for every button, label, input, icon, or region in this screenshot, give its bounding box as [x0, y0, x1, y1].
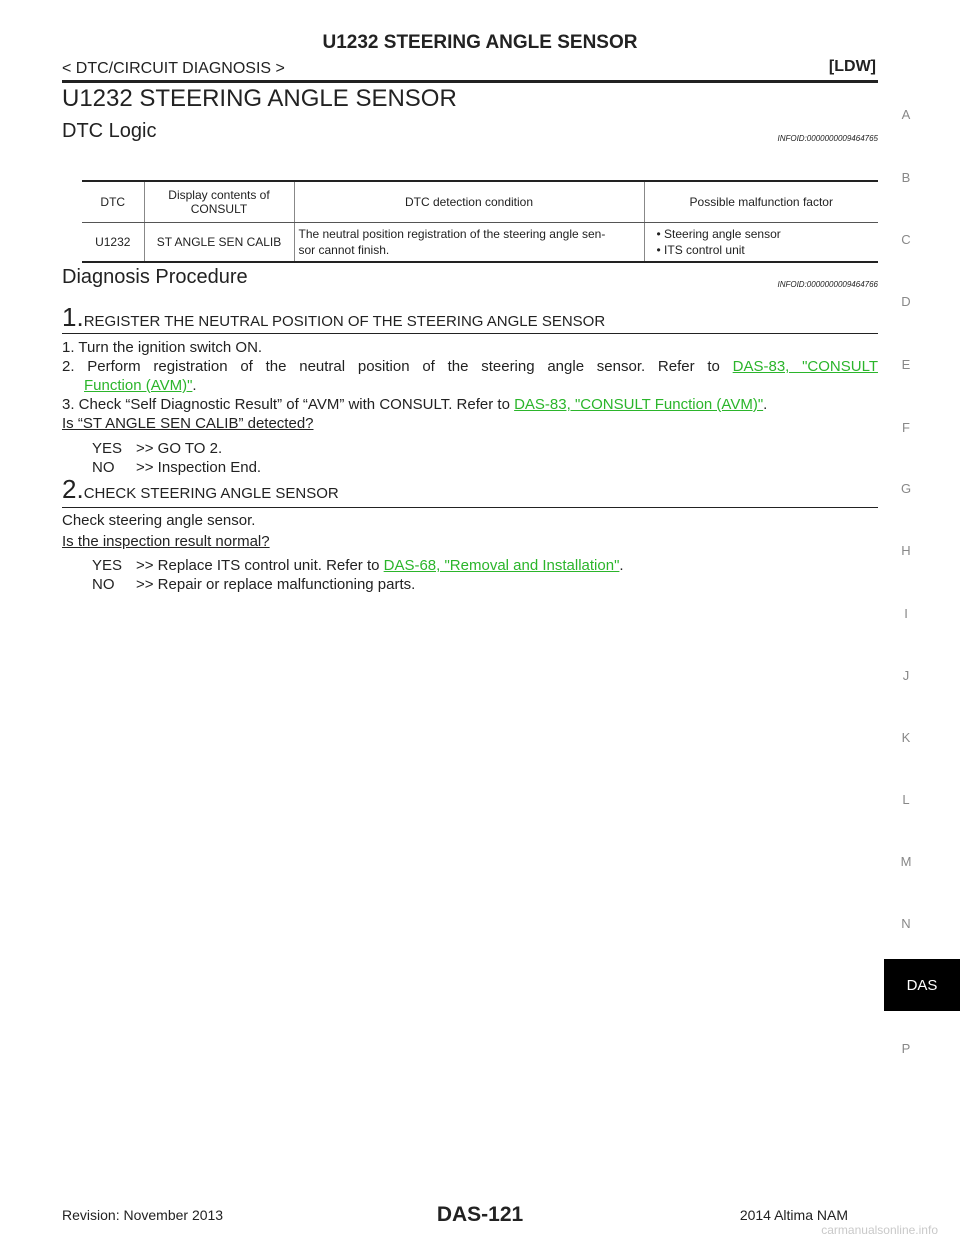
answer-key: NO	[92, 576, 115, 593]
consult-function-link-cont[interactable]: Function (AVM)"	[84, 377, 193, 394]
instruction-text: 2. Perform registration of the neutral p…	[62, 358, 733, 375]
answer-text: >> Repair or replace malfunctioning part…	[136, 576, 416, 593]
side-index-p: P	[901, 1041, 911, 1056]
side-index-l: L	[902, 792, 910, 807]
dtc-logic-infoid: INFOID:0000000009464765	[777, 134, 878, 143]
dtc-table-header-row: DTC Display contents of CONSULT DTC dete…	[82, 180, 878, 223]
side-index-c: C	[901, 232, 911, 247]
factor-col-header: Possible malfunction factor	[643, 180, 878, 223]
step-number: 1.	[62, 302, 84, 332]
step-1-instructions: 1. Turn the ignition switch ON. 2. Perfo…	[62, 338, 878, 414]
instruction-item: 1. Turn the ignition switch ON.	[62, 339, 263, 356]
section-label: < DTC/CIRCUIT DIAGNOSIS >	[62, 60, 285, 77]
dtc-logic-heading: DTC Logic	[62, 120, 157, 142]
step-1-heading: 1.REGISTER THE NEUTRAL POSITION OF THE S…	[62, 302, 605, 333]
side-index-b: B	[901, 170, 911, 185]
condition-line: sor cannot finish.	[298, 243, 390, 257]
step-1-answers: YES >> GO TO 2. NO >> Inspection End.	[92, 439, 261, 477]
step-2-body: Check steering angle sensor.	[62, 512, 256, 529]
side-index-f: F	[902, 420, 910, 435]
diagnosis-heading: Diagnosis Procedure	[62, 266, 248, 288]
side-index-h: H	[901, 543, 911, 558]
step-rule	[62, 333, 878, 334]
period: .	[192, 377, 197, 394]
answer-yes: YES >> Replace ITS control unit. Refer to…	[92, 556, 624, 575]
answer-no: NO >> Repair or replace malfunctioning pa…	[92, 575, 624, 594]
step-title: REGISTER THE NEUTRAL POSITION OF THE STE…	[83, 313, 606, 330]
period: .	[763, 396, 768, 413]
instruction-continuation: Function (AVM)".	[62, 376, 878, 395]
factor-item: • ITS control unit	[656, 243, 745, 257]
display-cell: ST ANGLE SEN CALIB	[143, 222, 294, 263]
consult-function-link[interactable]: DAS-83, "CONSULT	[732, 358, 878, 375]
dtc-col-header: DTC	[82, 180, 144, 223]
header-rule	[62, 80, 878, 83]
side-tab-das[interactable]: DAS	[884, 959, 960, 1011]
side-index-g: G	[900, 481, 912, 496]
consult-function-link-2[interactable]: DAS-83, "CONSULT Function (AVM)"	[514, 396, 764, 413]
page-header-title: U1232 STEERING ANGLE SENSOR	[322, 32, 638, 53]
step-title: CHECK STEERING ANGLE SENSOR	[83, 485, 339, 502]
removal-installation-link[interactable]: DAS-68, "Removal and Installation"	[383, 557, 620, 574]
condition-cell: The neutral position registration of the…	[293, 222, 644, 263]
answer-yes: YES >> GO TO 2.	[92, 439, 261, 458]
diagnosis-infoid: INFOID:0000000009464766	[777, 280, 878, 289]
answer-text: >> GO TO 2.	[136, 440, 223, 457]
side-index-k: K	[901, 730, 911, 745]
instruction-text: 3. Check “Self Diagnostic Result” of “AV…	[62, 396, 515, 413]
condition-col-header: DTC detection condition	[293, 180, 644, 223]
step-2-heading: 2.CHECK STEERING ANGLE SENSOR	[62, 474, 339, 505]
answer-text: >> Replace ITS control unit. Refer to	[136, 557, 384, 574]
side-index-j: J	[902, 668, 910, 683]
step-number: 2.	[62, 474, 84, 504]
answer-text: >> Inspection End.	[136, 459, 262, 476]
dtc-table: DTC Display contents of CONSULT DTC dete…	[82, 180, 878, 263]
answer-no: NO >> Inspection End.	[92, 458, 261, 477]
side-index-e: E	[901, 357, 911, 372]
condition-line: The neutral position registration of the…	[298, 227, 606, 241]
system-code: [LDW]	[828, 58, 876, 75]
answer-key: YES	[92, 440, 123, 457]
side-index-a: A	[901, 107, 911, 122]
side-index-m: M	[900, 854, 912, 869]
side-index-d: D	[901, 294, 911, 309]
table-row: U1232 ST ANGLE SEN CALIB The neutral pos…	[82, 222, 878, 263]
footer-model: 2014 Altima NAM	[739, 1207, 848, 1223]
factor-cell: • Steering angle sensor • ITS control un…	[643, 222, 878, 263]
side-index-i: I	[904, 606, 908, 621]
display-col-header: Display contents of CONSULT	[143, 180, 294, 223]
instruction-item: 2. Perform registration of the neutral p…	[62, 357, 878, 376]
answer-key: YES	[92, 557, 123, 574]
footer-watermark: carmanualsonline.info	[821, 1223, 938, 1237]
factor-item: • Steering angle sensor	[656, 227, 781, 241]
step-2-question: Is the inspection result normal?	[62, 533, 270, 550]
answer-key: NO	[92, 459, 115, 476]
page-title: U1232 STEERING ANGLE SENSOR	[62, 85, 457, 112]
instruction-item: 3. Check “Self Diagnostic Result” of “AV…	[62, 395, 878, 414]
side-index-n: N	[901, 916, 911, 931]
footer-page-number: DAS-121	[436, 1203, 524, 1226]
step-1-question: Is “ST ANGLE SEN CALIB” detected?	[62, 415, 314, 432]
dtc-cell: U1232	[82, 222, 144, 263]
step-rule	[62, 507, 878, 508]
footer-revision: Revision: November 2013	[62, 1207, 224, 1223]
period: .	[619, 557, 624, 574]
step-2-answers: YES >> Replace ITS control unit. Refer to…	[92, 556, 624, 594]
